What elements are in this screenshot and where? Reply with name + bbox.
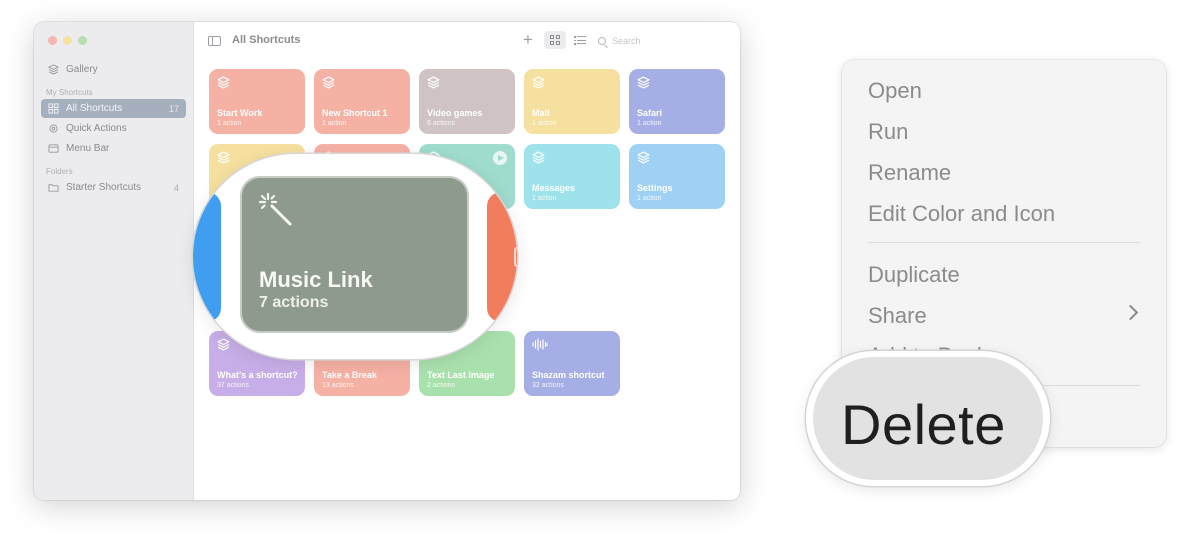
folder-count: 4 [173, 182, 179, 193]
tile-action-count: 1 action [322, 120, 347, 127]
sidebar-item-label: Gallery [66, 64, 98, 75]
grid-view-button[interactable] [544, 31, 566, 49]
layers-icon [322, 76, 335, 89]
minimize-button[interactable] [63, 36, 72, 45]
layers-icon [217, 151, 230, 164]
shortcut-tile[interactable]: Shazam shortcut 32 actions [524, 331, 620, 396]
sidebar-item-quick-actions[interactable]: Quick Actions [41, 119, 186, 138]
tile-title: Settings [637, 183, 673, 193]
shortcut-tile[interactable]: Mail 1 action [524, 69, 620, 134]
section-label-folders: Folders [46, 167, 73, 176]
sidebar-item-menu-bar[interactable]: Menu Bar [41, 139, 186, 158]
menu-item-rename[interactable]: Rename [868, 160, 952, 185]
shortcut-count: 17 [168, 103, 179, 114]
tile-action-count: 1 action [532, 120, 557, 127]
sidebar-item-label: Quick Actions [66, 123, 127, 134]
layers-icon [637, 76, 650, 89]
shortcut-tile[interactable]: Video games 6 actions [419, 69, 515, 134]
sidebar-item-label: All Shortcuts [66, 103, 123, 114]
search-field[interactable] [598, 33, 698, 49]
list-view-button[interactable] [574, 35, 586, 45]
menu-bar-icon [48, 143, 59, 154]
folder-icon [48, 182, 59, 193]
magic-wand-icon [258, 192, 294, 228]
tile-title: New Shortcut 1 [322, 108, 388, 118]
shortcut-tile[interactable]: Settings 1 action [629, 144, 725, 209]
shortcut-tile[interactable]: Safari 1 action [629, 69, 725, 134]
grid-icon [48, 103, 59, 114]
tile-action-count: 6 actions [427, 120, 456, 127]
tile-action-count: 1 action [217, 120, 242, 127]
shortcut-tile[interactable]: Messages 1 action [524, 144, 620, 209]
tile-title: Take a Break [322, 370, 377, 380]
menu-item-run[interactable]: Run [868, 119, 909, 144]
adjacent-tile-left [193, 192, 221, 322]
add-shortcut-button[interactable]: + [523, 30, 533, 49]
tile-action-count: 1 action [637, 120, 662, 127]
adjacent-tile-right [487, 192, 517, 322]
tile-action-count: 37 actions [217, 382, 249, 389]
layers-icon [217, 76, 230, 89]
shortcut-tile[interactable]: New Shortcut 1 1 action [314, 69, 410, 134]
sidebar-item-label: Starter Shortcuts [66, 182, 142, 193]
menu-item-share[interactable]: Share [868, 303, 927, 328]
tile-action-count: 2 actions [427, 382, 456, 389]
layers-icon [637, 151, 650, 164]
window-controls [48, 36, 87, 45]
layers-icon [427, 76, 440, 89]
tile-action-count: 1 action [637, 195, 662, 202]
tile-action-count: 13 actions [322, 382, 354, 389]
waveform-icon [532, 338, 548, 351]
play-icon[interactable] [493, 151, 507, 165]
close-button[interactable] [48, 36, 57, 45]
menu-separator [868, 242, 1140, 243]
sidebar-item-starter-shortcuts[interactable]: Starter Shortcuts 4 [41, 178, 186, 197]
tile-title: What's a shortcut? [217, 370, 298, 380]
tile-title: Music Link [259, 267, 373, 292]
menu-item-open[interactable]: Open [868, 78, 922, 103]
layers-icon [532, 151, 545, 164]
tile-action-count: 7 actions [259, 294, 329, 311]
delete-label: Delete [841, 393, 1006, 456]
tile-title: Start Work [217, 108, 263, 118]
shortcut-tile-music-link[interactable]: Music Link 7 actions [240, 176, 469, 333]
tile-title: Text Last Image [427, 370, 495, 380]
layers-icon [47, 64, 60, 75]
tile-title: Video games [427, 108, 483, 118]
magnifier-bubble: Music Link 7 actions [193, 154, 517, 359]
tile-title: Shazam shortcut [532, 370, 605, 380]
menu-item-delete[interactable]: Delete [813, 357, 1043, 480]
sidebar: Gallery My Shortcuts All Shortcuts 17 Qu… [34, 22, 194, 500]
search-icon [598, 37, 606, 45]
sidebar-item-all-shortcuts[interactable]: All Shortcuts 17 [41, 99, 186, 118]
zoom-button[interactable] [78, 36, 87, 45]
sidebar-toggle-icon[interactable] [208, 36, 221, 46]
page-title: All Shortcuts [232, 34, 301, 46]
menu-item-edit-color-and-icon[interactable]: Edit Color and Icon [868, 201, 1056, 226]
layers-icon [217, 338, 230, 351]
layers-icon [532, 76, 545, 89]
shortcut-tile[interactable]: Start Work 1 action [209, 69, 305, 134]
tile-title: Messages [532, 183, 576, 193]
search-input[interactable] [612, 36, 692, 46]
delete-magnifier-bubble: Delete [806, 351, 1050, 486]
tile-action-count: 32 actions [532, 382, 564, 389]
tile-title: Mail [532, 108, 550, 118]
tile-action-count: 1 action [532, 195, 557, 202]
gear-icon [48, 123, 59, 134]
section-label-my-shortcuts: My Shortcuts [46, 88, 93, 97]
menu-item-duplicate[interactable]: Duplicate [868, 262, 960, 287]
sidebar-item-label: Menu Bar [66, 143, 110, 154]
sidebar-item-gallery[interactable]: Gallery [41, 60, 186, 79]
chevron-right-icon [1122, 304, 1139, 321]
tile-title: Safari [637, 108, 663, 118]
